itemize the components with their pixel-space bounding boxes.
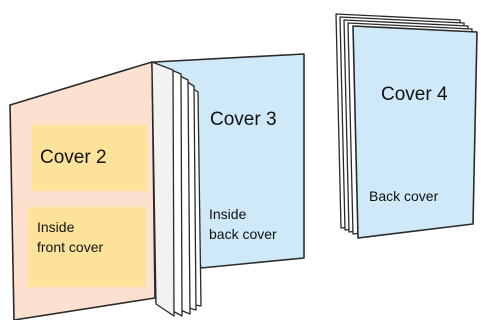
- inside-front-label-line1: Inside: [37, 219, 75, 235]
- cover3-label: Cover 3: [210, 109, 277, 130]
- back-cover-page: [352, 25, 478, 239]
- inside-back-label-line2: back cover: [209, 226, 277, 242]
- inner-page: [151, 61, 175, 317]
- cover4-label: Cover 4: [381, 84, 448, 105]
- inside-back-label-line1: Inside: [209, 206, 247, 222]
- cover2-label-box: [32, 125, 148, 191]
- cover2-label: Cover 2: [40, 147, 107, 168]
- back-cover-label: Back cover: [369, 188, 439, 204]
- inside-front-label-box: [28, 207, 146, 287]
- inside-front-label-line2: front cover: [37, 239, 104, 255]
